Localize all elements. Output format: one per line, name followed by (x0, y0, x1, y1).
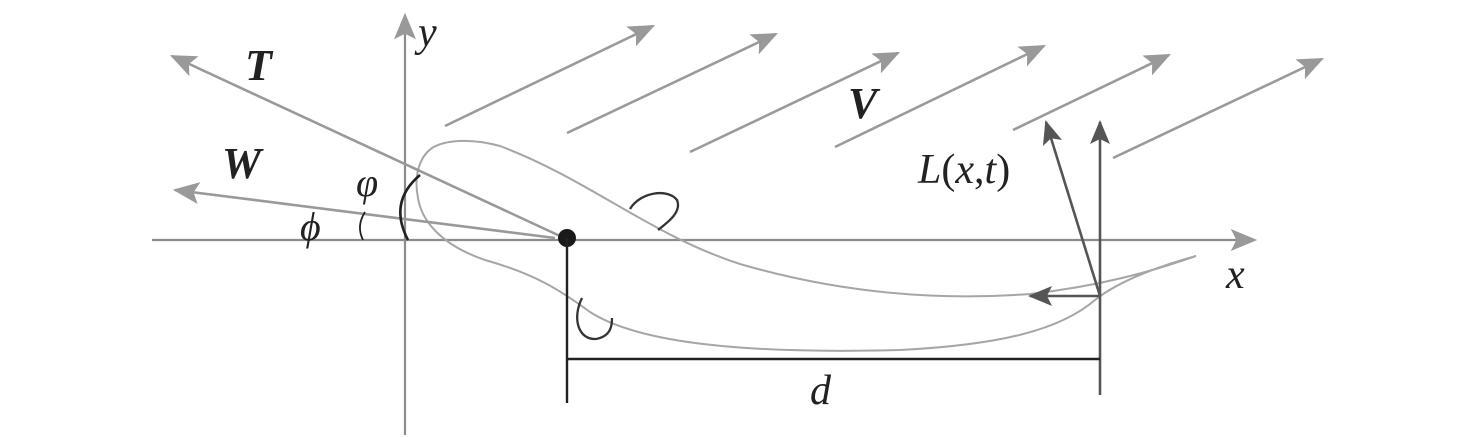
lower-fin (576, 297, 614, 341)
axes (152, 12, 1258, 435)
phi-lower-arc (359, 211, 366, 241)
y-axis-label: y (414, 10, 437, 56)
force-arrows (170, 54, 561, 240)
flow-arrow (444, 24, 655, 128)
w-arrow (172, 182, 556, 240)
flow-arrow (1112, 57, 1324, 160)
lift-label: L(x,t) (917, 147, 1010, 193)
velocity-label: V (848, 79, 881, 128)
phi-lower-label: ϕ (300, 204, 321, 249)
fins (576, 191, 680, 341)
flow-arrow (566, 32, 778, 135)
fish-body (415, 139, 1197, 352)
upper-fin (629, 191, 680, 231)
phi-upper-arc (399, 174, 421, 241)
thrust-arrow (170, 54, 561, 238)
angle-arcs (359, 174, 421, 241)
wind-label: W (222, 139, 264, 188)
lift-arrows (1028, 120, 1110, 395)
phi-upper-label: φ (356, 160, 378, 205)
flow-arrow (689, 51, 900, 154)
thrust-label: T (245, 41, 274, 90)
flow-velocity-arrows (444, 24, 1324, 160)
fish-outline (415, 139, 1197, 352)
x-axis-label: x (1225, 252, 1245, 298)
flow-arrow (834, 44, 1046, 149)
distance-dimension (565, 238, 1100, 403)
flow-arrow (1012, 53, 1171, 132)
lift-tilted-arrow (1042, 120, 1102, 297)
distance-label: d (810, 368, 832, 414)
